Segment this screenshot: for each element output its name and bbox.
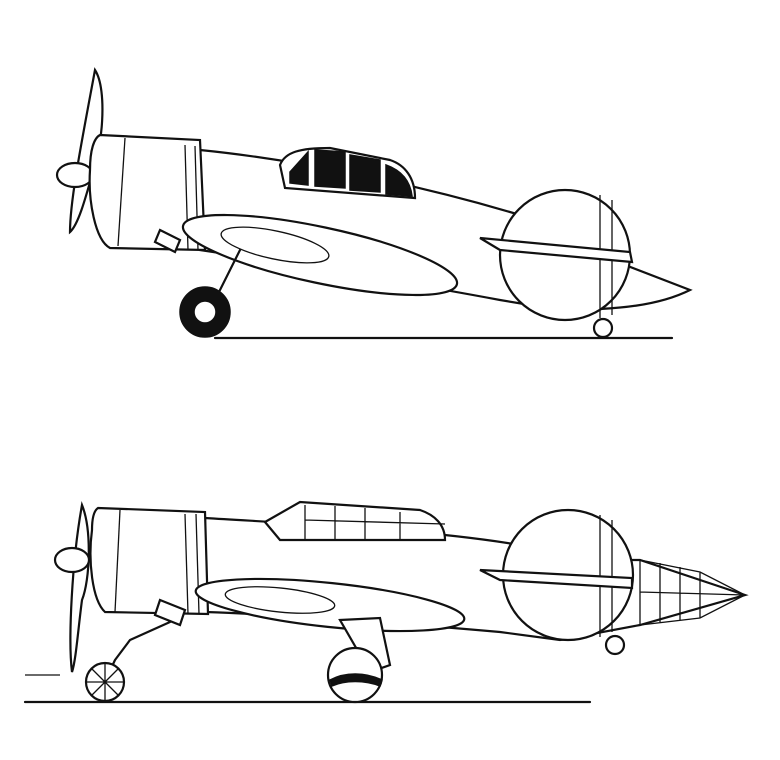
spinner — [53, 546, 91, 574]
wing — [194, 577, 466, 633]
engine-cowling — [88, 133, 207, 252]
exhaust — [153, 228, 182, 254]
tailplane — [479, 236, 634, 264]
engine-cowling — [89, 506, 210, 616]
glazed-nose — [639, 559, 747, 626]
wing — [181, 213, 459, 297]
tailplane — [479, 568, 634, 590]
exhaust — [153, 598, 187, 627]
aircraft-upper — [55, 67, 693, 340]
canopy — [278, 146, 417, 200]
propeller — [68, 67, 104, 235]
aircraft-lower — [23, 500, 749, 704]
tail-wheel — [604, 634, 626, 656]
propeller — [69, 501, 90, 673]
spinner — [55, 161, 95, 189]
tail-wheel — [592, 317, 614, 339]
